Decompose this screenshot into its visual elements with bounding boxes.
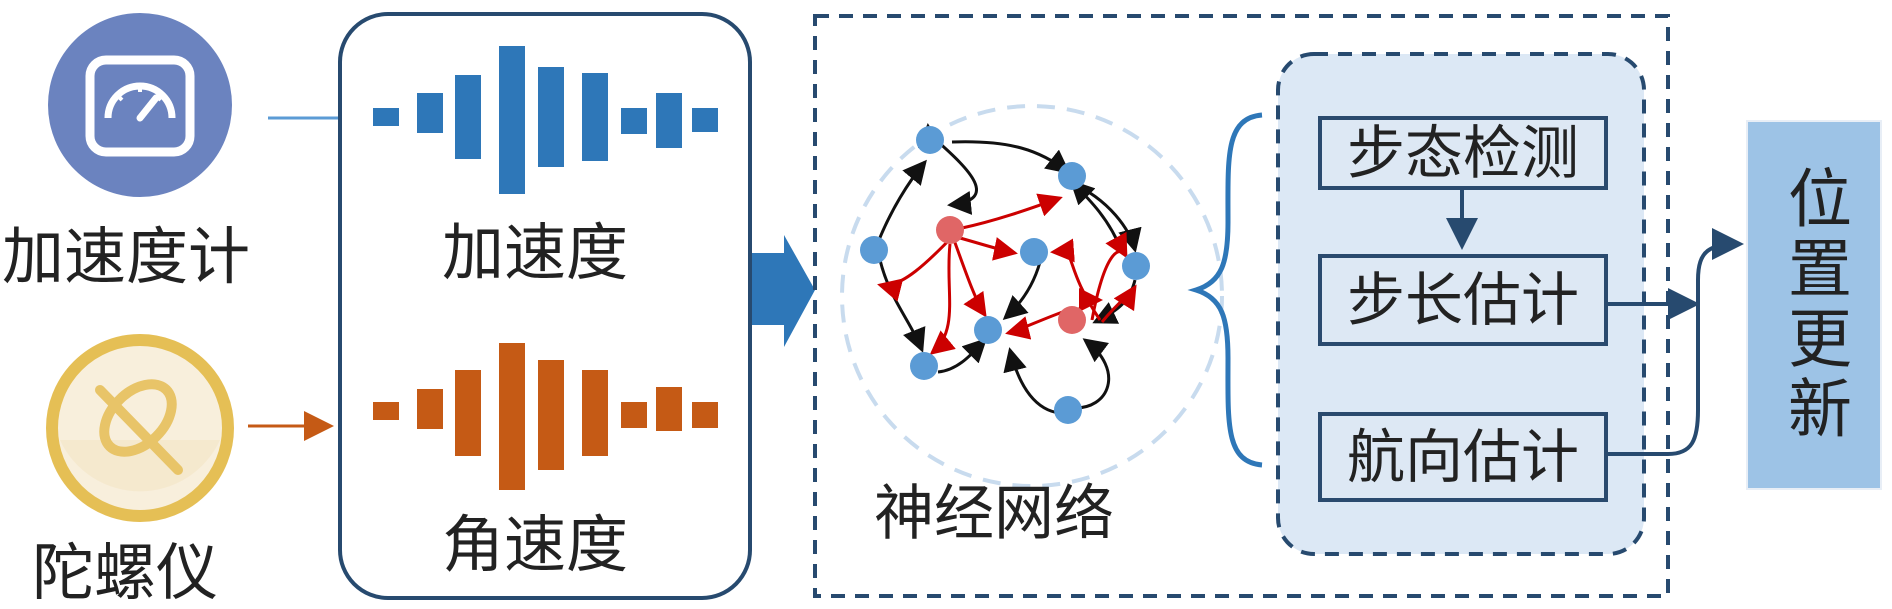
neural-network-graph xyxy=(840,104,1224,488)
acceleration-label: 加速度 xyxy=(442,216,629,289)
gyroscope-label: 陀螺仪 xyxy=(32,536,219,609)
acceleration-waveform xyxy=(373,46,718,194)
angular-velocity-waveform xyxy=(373,343,718,490)
accelerometer-label: 加速度计 xyxy=(2,220,251,293)
position-update-box: 位置更新 xyxy=(1746,120,1882,490)
position-update-label: 位置更新 xyxy=(1777,165,1851,445)
step-detection-box: 步态检测 xyxy=(1318,116,1608,190)
angular-velocity-label: 角速度 xyxy=(442,508,629,581)
block-arrow xyxy=(752,235,815,347)
step-length-box: 步长估计 xyxy=(1318,254,1608,346)
heading-to-output-arrow xyxy=(1606,228,1744,456)
model-panel xyxy=(813,14,1670,598)
neural-network-label: 神经网络 xyxy=(874,479,1114,549)
task-brace xyxy=(1187,112,1263,468)
gyroscope-icon xyxy=(46,334,234,522)
signal-panel xyxy=(338,12,752,600)
accelerometer-icon xyxy=(48,13,232,197)
heading-box: 航向估计 xyxy=(1318,412,1608,502)
